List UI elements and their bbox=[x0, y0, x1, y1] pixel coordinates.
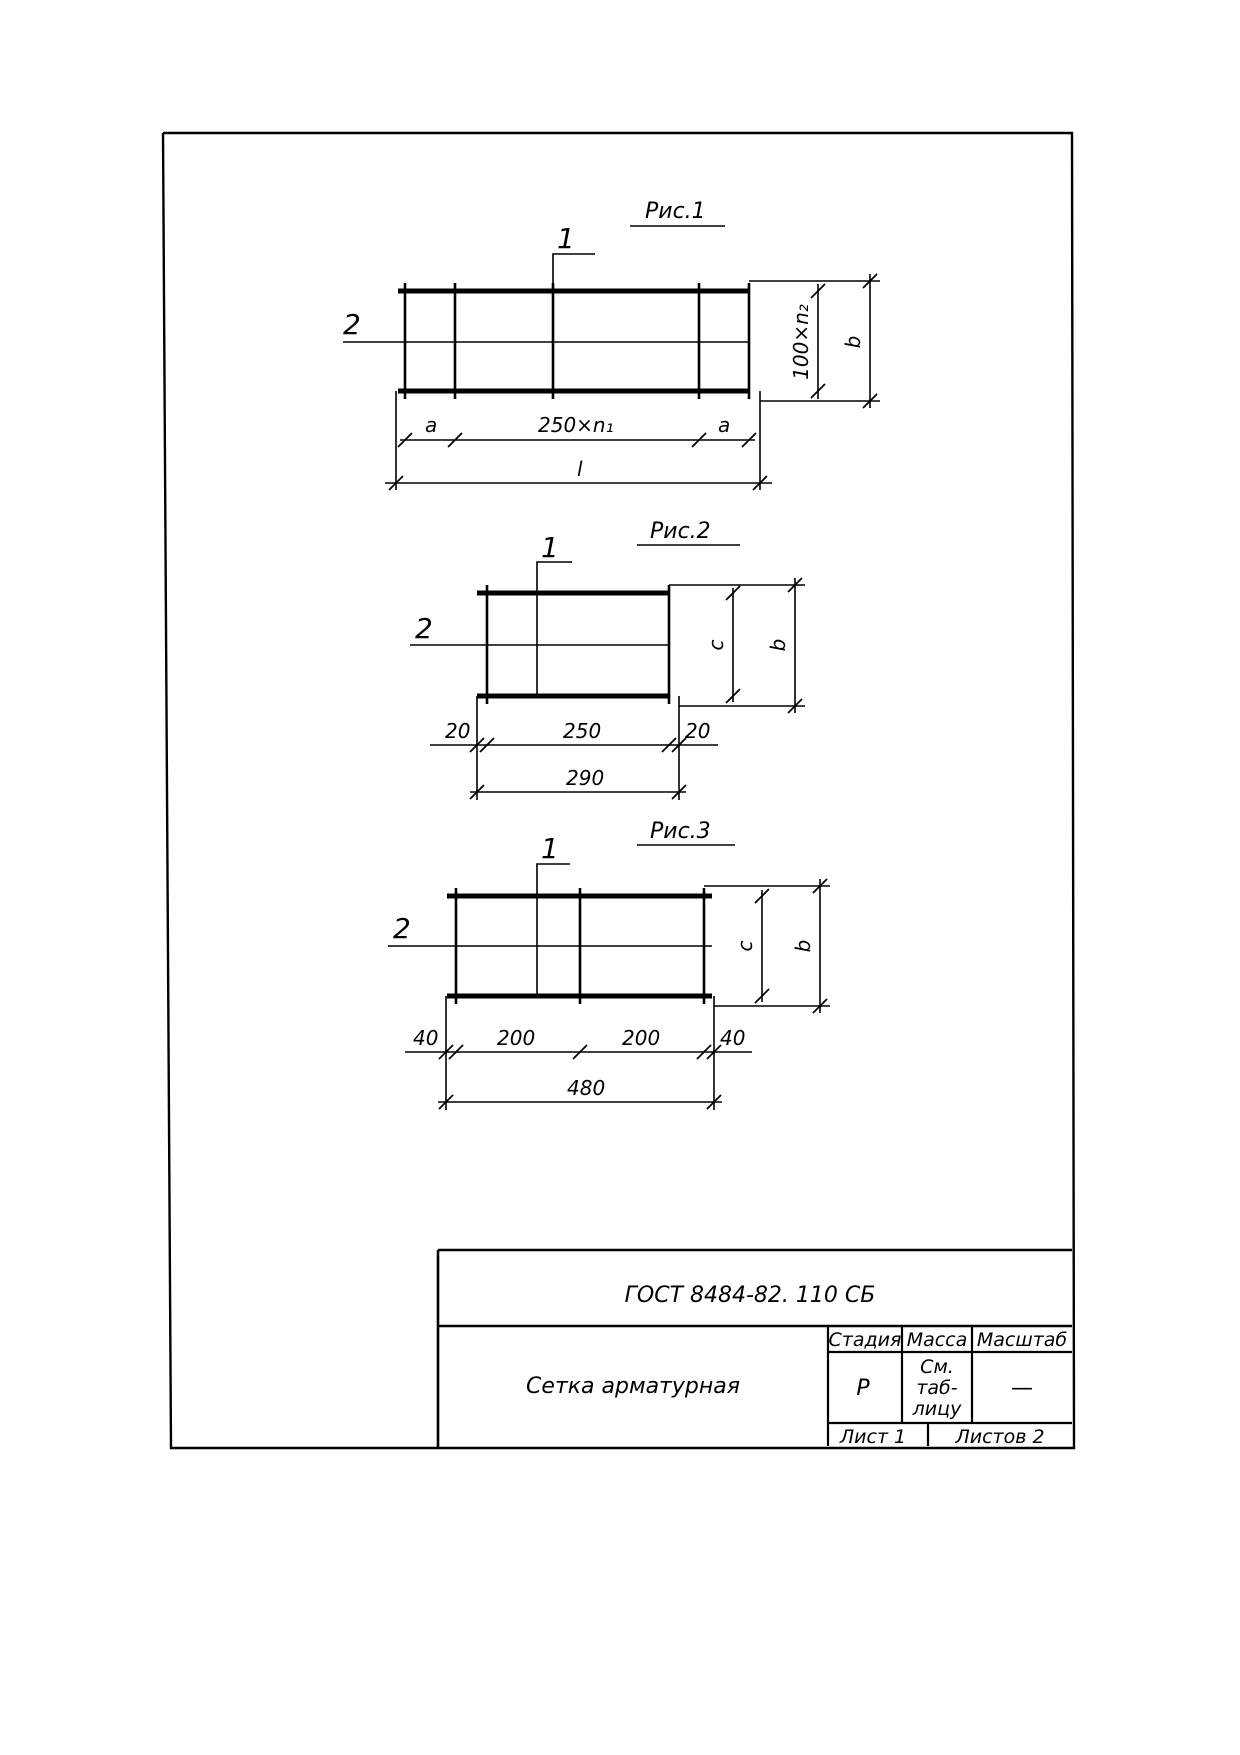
fig1-dim-outer-v: b bbox=[841, 336, 865, 349]
stage-header: Стадия bbox=[829, 1329, 902, 1351]
fig1-callout-1: 1 bbox=[557, 222, 575, 255]
fig1-dim-total: l bbox=[577, 457, 583, 481]
fig1-dim-a-right: a bbox=[718, 413, 730, 437]
figure-3: Рис.3 1 2 40 200 200 40 480 c b bbox=[388, 819, 830, 1110]
fig1-callout-2: 2 bbox=[343, 308, 361, 341]
fig1-dim-inner-v: 100×n₂ bbox=[789, 304, 813, 380]
fig1-dim-mid: 250×n₁ bbox=[538, 413, 614, 437]
mass-value-line3: лицу bbox=[912, 1398, 962, 1420]
fig3-dim-inner-v: c bbox=[733, 941, 757, 952]
fig3-dim-right: 40 bbox=[720, 1026, 745, 1050]
mass-header: Масса bbox=[907, 1329, 968, 1351]
fig2-dim-outer-v: b bbox=[766, 639, 790, 652]
fig2-callout-1: 1 bbox=[541, 531, 559, 564]
title-block: ГОСТ 8484-82. 110 СБ Сетка арматурная Ст… bbox=[436, 1248, 1072, 1448]
fig2-callout-2: 2 bbox=[415, 612, 433, 645]
fig1-caption: Рис.1 bbox=[645, 199, 706, 224]
mass-value-line1: См. bbox=[920, 1356, 954, 1378]
fig3-dim-outer-v: b bbox=[791, 940, 815, 953]
figure-2: Рис.2 1 2 20 250 20 290 c b bbox=[410, 519, 805, 800]
figure-1: Рис.1 1 2 a 250×n₁ a l 100×n₂ bbox=[343, 199, 880, 491]
drawing-name: Сетка арматурная bbox=[526, 1374, 740, 1399]
fig2-dim-mid: 250 bbox=[563, 719, 601, 743]
fig3-dim-mid2: 200 bbox=[622, 1026, 660, 1050]
scale-header: Масштаб bbox=[977, 1329, 1068, 1351]
mass-value-line2: таб- bbox=[916, 1377, 957, 1399]
fig2-dim-total: 290 bbox=[566, 766, 604, 790]
scale-value: — bbox=[1011, 1376, 1033, 1401]
fig3-dim-left: 40 bbox=[413, 1026, 438, 1050]
fig2-dim-left: 20 bbox=[445, 719, 470, 743]
fig3-callout-1: 1 bbox=[541, 832, 559, 865]
fig3-dim-total: 480 bbox=[567, 1076, 605, 1100]
sheet-frame bbox=[161, 131, 1076, 1450]
drawing-designation: ГОСТ 8484-82. 110 СБ bbox=[625, 1283, 876, 1308]
sheets-total: Листов 2 bbox=[954, 1426, 1044, 1448]
stage-value: Р bbox=[856, 1376, 870, 1401]
fig3-caption: Рис.3 bbox=[650, 819, 711, 844]
fig2-dim-right: 20 bbox=[685, 719, 710, 743]
fig3-callout-2: 2 bbox=[393, 912, 411, 945]
fig2-caption: Рис.2 bbox=[650, 519, 711, 544]
fig1-dim-a-left: a bbox=[425, 413, 437, 437]
sheet-number: Лист 1 bbox=[839, 1426, 906, 1448]
fig3-dim-mid1: 200 bbox=[497, 1026, 535, 1050]
fig2-dim-inner-v: c bbox=[704, 640, 728, 651]
